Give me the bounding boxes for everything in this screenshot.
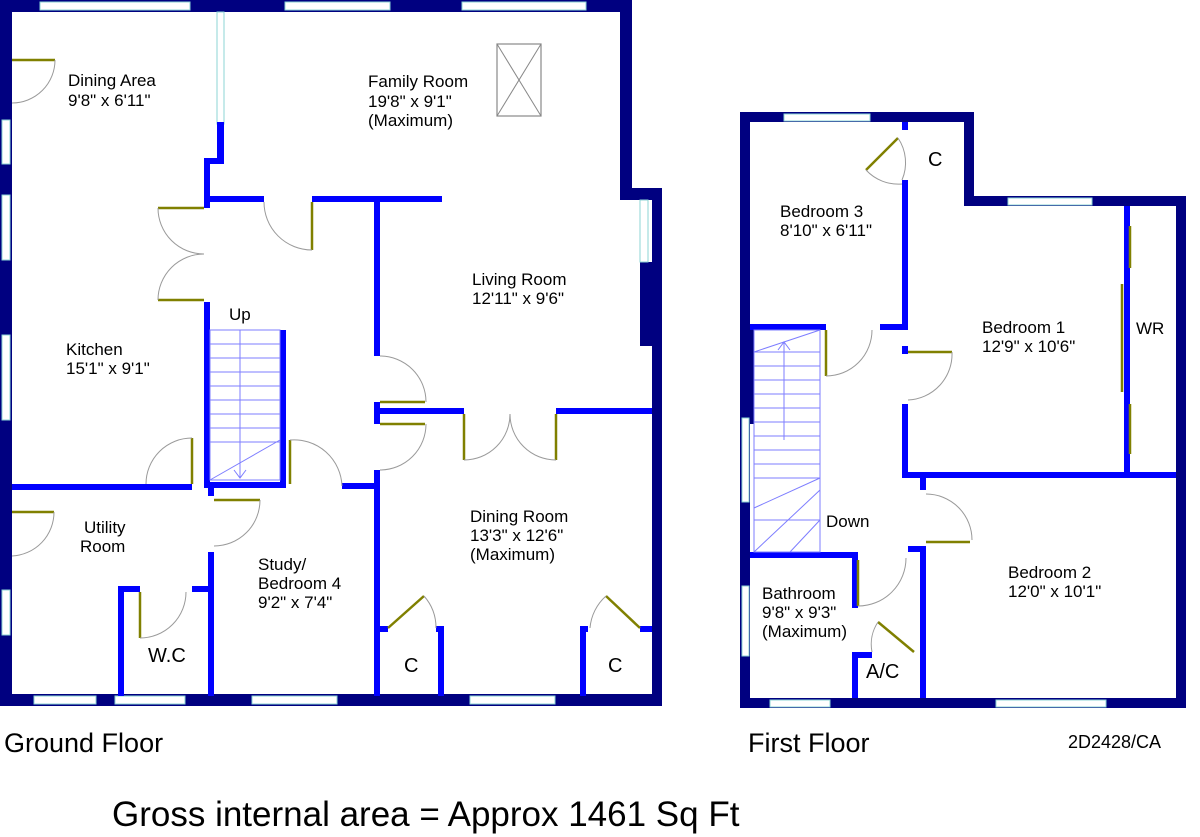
stairs-down-label: Down <box>826 512 869 531</box>
cupboard-2-label: C <box>608 655 622 677</box>
dining-area-name: Dining Area <box>68 71 156 90</box>
family-room-name: Family Room <box>368 72 468 91</box>
living-room-dims: 12'11" x 9'6" <box>472 289 564 308</box>
kitchen-name: Kitchen <box>66 340 123 359</box>
first-interior-walls <box>750 122 1176 698</box>
dining-room-dims: 13'3" x 12'6" <box>470 526 563 545</box>
skylight <box>496 43 542 117</box>
plan-reference: 2D2428/CA <box>1068 732 1161 752</box>
wardrobe-label: WR <box>1136 319 1164 338</box>
ground-floor-plan: Dining Area 9'8" x 6'11" Family Room 19'… <box>0 0 662 706</box>
bedroom-3-dims: 8'10" x 6'11" <box>780 221 872 240</box>
ground-floor-label: Ground Floor <box>4 728 163 758</box>
bedroom-2-name: Bedroom 2 <box>1008 563 1091 582</box>
family-room-dims: 19'8" x 9'1" <box>368 92 452 111</box>
gross-area-label: Gross internal area = Approx 1461 Sq Ft <box>112 795 740 834</box>
study-line2: Bedroom 4 <box>258 574 341 593</box>
study-line1: Study/ <box>258 555 306 574</box>
bedroom-1-dims: 12'9" x 10'6" <box>982 337 1075 356</box>
dining-room-name: Dining Room <box>470 507 568 526</box>
bathroom-note: (Maximum) <box>762 622 847 641</box>
study-dims: 9'2" x 7'4" <box>258 593 332 612</box>
bathroom-dims: 9'8" x 9'3" <box>762 603 836 622</box>
cupboard-1-label: C <box>404 655 418 677</box>
kitchen-dims: 15'1" x 9'1" <box>66 359 150 378</box>
ground-interior-walls <box>12 122 654 696</box>
first-cupboard-label: C <box>928 149 942 171</box>
utility-room-line2: Room <box>80 537 125 556</box>
bedroom-3-name: Bedroom 3 <box>780 202 863 221</box>
first-stairs <box>753 329 821 553</box>
bathroom-name: Bathroom <box>762 584 836 603</box>
ground-windows <box>1 1 587 705</box>
bedroom-1-name: Bedroom 1 <box>982 318 1065 337</box>
first-floor-plan: C Bedroom 3 8'10" x 6'11" Bedroom 1 12'9… <box>740 112 1186 708</box>
dining-room-note: (Maximum) <box>470 545 555 564</box>
airing-cupboard-label: A/C <box>866 661 899 683</box>
ground-stairs <box>209 329 281 481</box>
family-room-note: (Maximum) <box>368 111 453 130</box>
dining-area-dims: 9'8" x 6'11" <box>68 91 151 110</box>
first-floor-label: First Floor <box>748 728 870 758</box>
ground-doors <box>11 58 641 639</box>
bedroom-2-dims: 12'0" x 10'1" <box>1008 582 1101 601</box>
first-doors <box>824 137 1132 653</box>
utility-room-line1: Utility <box>84 518 126 537</box>
stairs-up-label: Up <box>229 305 251 324</box>
living-room-name: Living Room <box>472 270 567 289</box>
wc-label: W.C <box>148 645 186 667</box>
first-windows <box>741 113 1107 708</box>
